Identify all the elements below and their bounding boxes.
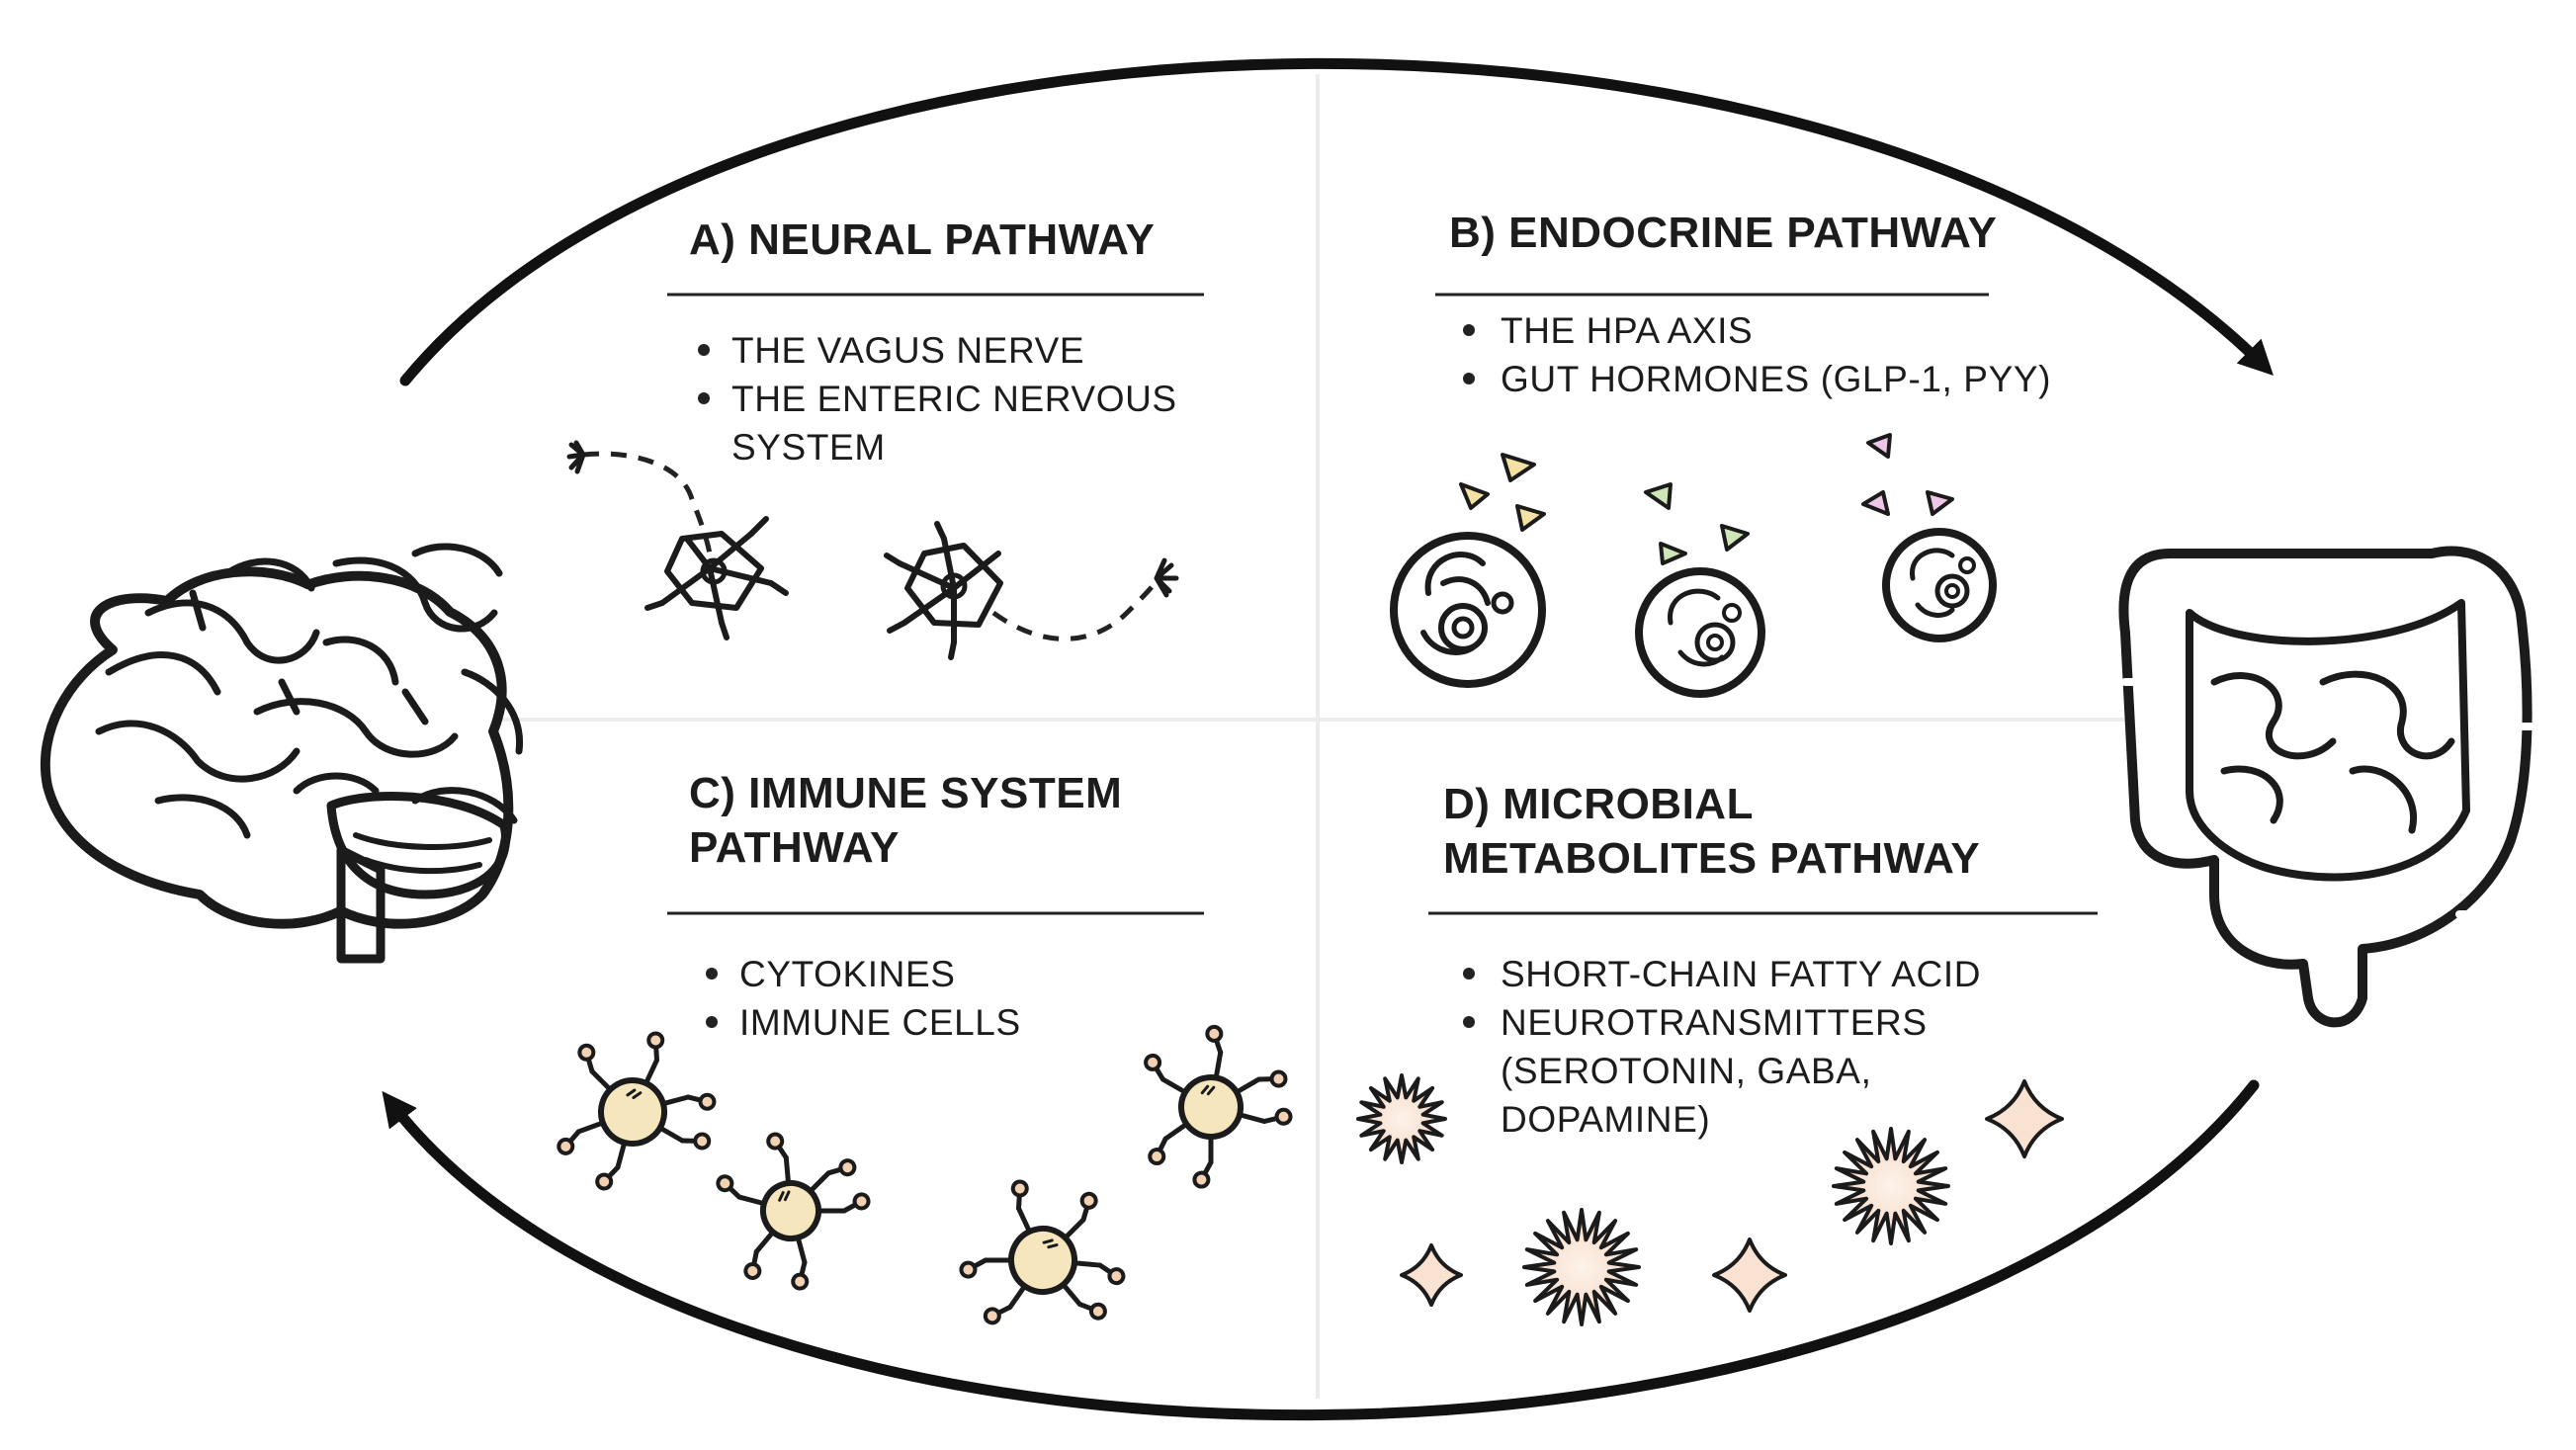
panel-title-continued: METABOLITES PATHWAY: [1443, 834, 1980, 883]
metabolite-burst-icon: [1356, 1073, 1447, 1164]
bottom-arrow: [382, 1079, 2260, 1421]
panel-title: D) MICROBIAL: [1443, 780, 1754, 828]
endocrine-cell-icon: [1635, 567, 1765, 698]
bullet-list: THE VAGUS NERVE THE ENTERIC NERVOUS SYST…: [698, 330, 1177, 468]
immune-cell-icon: [1144, 1024, 1293, 1189]
quadrant-dividers: [494, 74, 2125, 1399]
panel-title: C) IMMUNE SYSTEM: [689, 769, 1122, 817]
bullet-list: CYTOKINES IMMUNE CELLS: [706, 954, 1021, 1043]
immune-cell-icon: [557, 1031, 717, 1191]
bullet-item: GUT HORMONES (GLP-1, PYY): [1501, 359, 2051, 399]
neuron-icon: [566, 440, 789, 640]
bullet-item-continued: SYSTEM: [731, 427, 886, 468]
bullet-list: THE HPA AXIS GUT HORMONES (GLP-1, PYY): [1463, 310, 2051, 399]
immune-cell-icon: [716, 1132, 871, 1291]
endocrine-cell-icon: [1390, 532, 1546, 688]
panel-immune: C) IMMUNE SYSTEM PATHWAY CYTOKINES IMMUN…: [667, 769, 1204, 1043]
bullet-item-continued: DOPAMINE): [1501, 1099, 1710, 1140]
bullet-item: IMMUNE CELLS: [739, 1002, 1021, 1043]
bullet-item: THE HPA AXIS: [1501, 310, 1753, 351]
bullet-item: NEUROTRANSMITTERS: [1501, 1002, 1928, 1043]
metabolite-burst-icon: [1522, 1208, 1641, 1326]
intestine-icon: [2118, 546, 2534, 1028]
metabolite-sparkle-icon: [1400, 1243, 1463, 1307]
metabolite-burst-icon: [1832, 1127, 1950, 1245]
bullet-item: CYTOKINES: [739, 954, 956, 994]
panel-title: B) ENDOCRINE PATHWAY: [1449, 209, 1997, 257]
metabolite-group: [1356, 1073, 2064, 1326]
panel-microbial: D) MICROBIAL METABOLITES PATHWAY SHORT-C…: [1428, 780, 2098, 1140]
hormone-triangles: [1459, 433, 1954, 565]
top-arrow: [399, 57, 2274, 386]
immune-cell-icon: [959, 1179, 1126, 1325]
bullet-list: SHORT-CHAIN FATTY ACID NEUROTRANSMITTERS…: [1463, 954, 1981, 1140]
cycle-arrows: [382, 57, 2274, 1421]
bullet-item-continued: (SEROTONIN, GABA,: [1501, 1051, 1871, 1091]
metabolite-sparkle-icon: [1985, 1079, 2064, 1158]
brain-icon: [40, 543, 524, 964]
bullet-item: SHORT-CHAIN FATTY ACID: [1501, 954, 1981, 994]
neuron-icon: [884, 521, 1179, 660]
metabolite-sparkle-icon: [1712, 1237, 1787, 1313]
panel-endocrine: B) ENDOCRINE PATHWAY THE HPA AXIS GUT HO…: [1435, 209, 2051, 399]
immune-cell-group: [557, 1024, 1293, 1325]
panel-title-continued: PATHWAY: [689, 823, 900, 872]
bullet-item: THE VAGUS NERVE: [731, 330, 1084, 371]
bullet-item: THE ENTERIC NERVOUS: [731, 379, 1177, 419]
endocrine-cell-icon: [1882, 528, 1997, 642]
panel-title: A) NEURAL PATHWAY: [689, 215, 1155, 264]
panel-neural: A) NEURAL PATHWAY THE VAGUS NERVE THE EN…: [667, 215, 1204, 468]
